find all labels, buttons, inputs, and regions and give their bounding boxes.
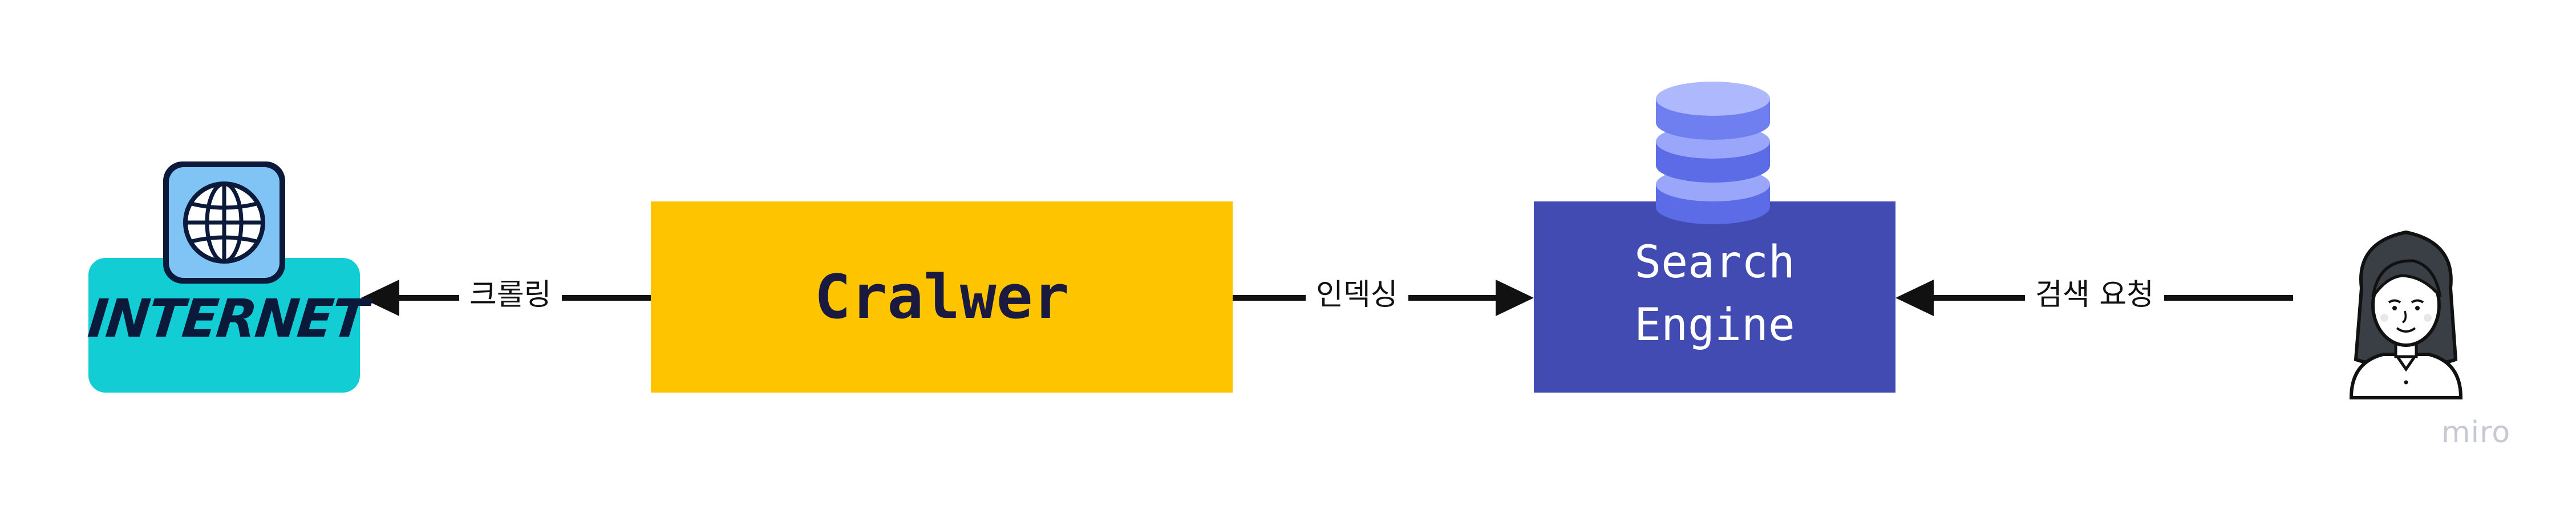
search-engine-node[interactable] bbox=[1534, 201, 1895, 393]
internet-label: INTERNET bbox=[85, 288, 369, 349]
miro-watermark: miro bbox=[2441, 415, 2511, 450]
crawler-node[interactable]: Cralwer bbox=[651, 201, 1233, 393]
edge-crawl-arrowhead bbox=[361, 280, 399, 316]
woman-avatar-icon bbox=[2349, 230, 2463, 399]
edge-search-arrowhead bbox=[1895, 280, 1934, 316]
edge-label-crawl: 크롤링 bbox=[459, 275, 562, 315]
globe-icon bbox=[163, 161, 285, 284]
crawler-label: Cralwer bbox=[814, 262, 1070, 332]
search-engine-label: Search Engine bbox=[1534, 231, 1895, 357]
search-engine-label-line2: Engine bbox=[1634, 300, 1795, 351]
database-icon bbox=[1656, 82, 1770, 224]
edge-index-arrowhead bbox=[1496, 280, 1534, 316]
edge-label-index: 인덱싱 bbox=[1306, 275, 1408, 315]
search-engine-label-line1: Search bbox=[1634, 237, 1795, 288]
edge-label-search-request: 검색 요청 bbox=[2025, 275, 2164, 315]
